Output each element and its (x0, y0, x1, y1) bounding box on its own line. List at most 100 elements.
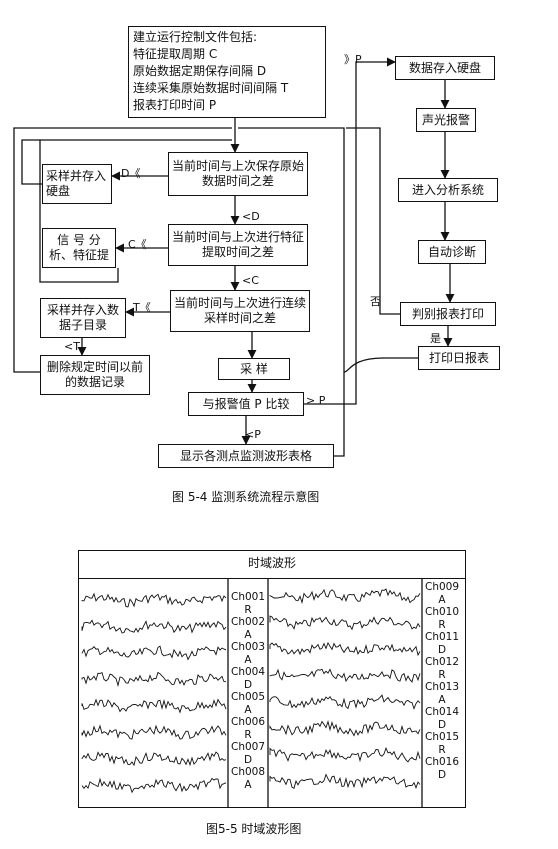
loop-delete (13, 127, 232, 373)
channel-label: Ch001 (230, 591, 266, 603)
alarm-text: 声光报警 (421, 112, 470, 127)
compare-continuous-text: 当前时间与上次进行连续采样时间之差 (174, 296, 307, 325)
channel-label: Ch016 (424, 756, 460, 768)
save-disk-text: 数据存入硬盘 (408, 60, 481, 75)
sample-save-text: 采样并存入硬盘 (46, 169, 107, 198)
channel-label: Ch008 (230, 766, 266, 778)
channel-label: Ch003 (230, 641, 266, 653)
sample-subdir-text: 采样并存入数据子目录 (46, 303, 119, 332)
auto-diagnosis-text: 自动诊断 (427, 244, 476, 259)
compare-feature-box: 当前时间与上次进行特征提取时间之差 (168, 224, 308, 266)
compare-save-box: 当前时间与上次保存原始数据时间之差 (168, 152, 308, 196)
intro-line: 连续采集原始数据时间间隔 T (133, 81, 289, 95)
arrow-gt-p (304, 57, 396, 405)
channel-label: Ch015 (424, 731, 460, 743)
channel-label: A (438, 694, 446, 706)
auto-diagnosis-box: 自动诊断 (418, 240, 486, 264)
channel-label: A (438, 594, 446, 606)
channel-label: A (244, 629, 252, 641)
sample-text: 采 样 (240, 361, 268, 376)
left-trace (81, 671, 227, 688)
left-trace (81, 698, 227, 714)
channel-label: Ch010 (424, 606, 460, 618)
channel-label: Ch002 (230, 616, 266, 628)
channel-label: R (438, 619, 446, 631)
compare-alarm-text: 与报警值 P 比较 (202, 396, 290, 411)
analysis-system-box: 进入分析系统 (398, 178, 498, 202)
channel-label: Ch014 (424, 706, 460, 718)
channel-label: Ch004 (230, 666, 266, 678)
right-trace (269, 773, 421, 789)
save-disk-box: 数据存入硬盘 (395, 56, 495, 80)
loop-signal (39, 140, 119, 283)
flowchart-caption: 图 5-4 监测系统流程示意图 (172, 490, 320, 504)
print-report-box: 打印日报表 (418, 346, 500, 370)
loop-sample-save (21, 139, 232, 185)
label-no: 否 (370, 295, 381, 308)
label-c-mark: C《 (128, 238, 147, 251)
label-lt-t: <T (64, 340, 80, 353)
label-lt-p: <P (245, 428, 261, 441)
left-trace (81, 751, 227, 767)
sample-save-box: 采样并存入硬盘 (42, 164, 112, 204)
print-return-curve (343, 357, 385, 373)
channel-label: D (437, 644, 447, 656)
label-gt-p: > P (306, 394, 326, 407)
channel-label: Ch013 (424, 681, 460, 693)
label-t-mark: T《 (133, 301, 151, 314)
judge-print-text: 判别报表打印 (411, 306, 484, 321)
channel-label: A (244, 779, 252, 791)
channel-label: Ch012 (424, 656, 460, 668)
judge-print-box: 判别报表打印 (400, 302, 496, 326)
channel-label: D (437, 719, 447, 731)
delete-records-box: 删除规定时间以前的数据记录 (40, 355, 150, 395)
compare-save-text: 当前时间与上次保存原始数据时间之差 (172, 159, 305, 188)
signal-analysis-box: 信 号 分析、特征提 (42, 228, 116, 268)
label-d-mark: D《 (121, 167, 141, 180)
left-trace (81, 645, 227, 661)
waveform-frame: 时域波形 (78, 550, 466, 808)
intro-line: 报表打印时间 P (133, 98, 217, 112)
right-trace (269, 746, 421, 763)
compare-alarm-box: 与报警值 P 比较 (188, 392, 304, 416)
channel-label: D (243, 679, 253, 691)
channel-label: Ch009 (424, 581, 460, 593)
analysis-system-text: 进入分析系统 (411, 182, 484, 197)
left-trace (81, 592, 227, 608)
left-trace (81, 724, 227, 740)
label-lt-d: <D (242, 210, 260, 223)
right-trace (269, 719, 421, 737)
sample-box: 采 样 (218, 358, 290, 380)
channel-label: Ch006 (230, 716, 266, 728)
right-trace (269, 588, 421, 605)
channel-label: R (244, 604, 252, 616)
channel-label: R (438, 669, 446, 681)
compare-feature-text: 当前时间与上次进行特征提取时间之差 (172, 230, 305, 259)
channel-label: Ch007 (230, 741, 266, 753)
channel-label: R (244, 729, 252, 741)
left-trace (81, 777, 227, 794)
waveform-title: 时域波形 (79, 551, 465, 579)
loop-display (238, 127, 345, 457)
channel-label: Ch005 (230, 691, 266, 703)
compare-continuous-box: 当前时间与上次进行连续采样时间之差 (170, 290, 310, 332)
intro-line: 原始数据定期保存间隔 D (133, 64, 267, 78)
channel-label: A (244, 654, 252, 666)
alarm-box: 声光报警 (416, 108, 476, 132)
intro-box: 建立运行控制文件包括: 特征提取周期 C 原始数据定期保存间隔 D 连续采集原始… (128, 26, 326, 118)
channel-label: Ch011 (424, 631, 460, 643)
right-trace (269, 615, 421, 631)
label-p-mark: 》P (344, 53, 362, 66)
channel-label: D (243, 754, 253, 766)
channel-label: A (244, 704, 252, 716)
print-report-text: 打印日报表 (428, 350, 489, 365)
right-trace (269, 668, 421, 683)
label-yes: 是 (430, 332, 441, 345)
channel-label: D (437, 769, 447, 781)
channel-label: R (438, 744, 446, 756)
